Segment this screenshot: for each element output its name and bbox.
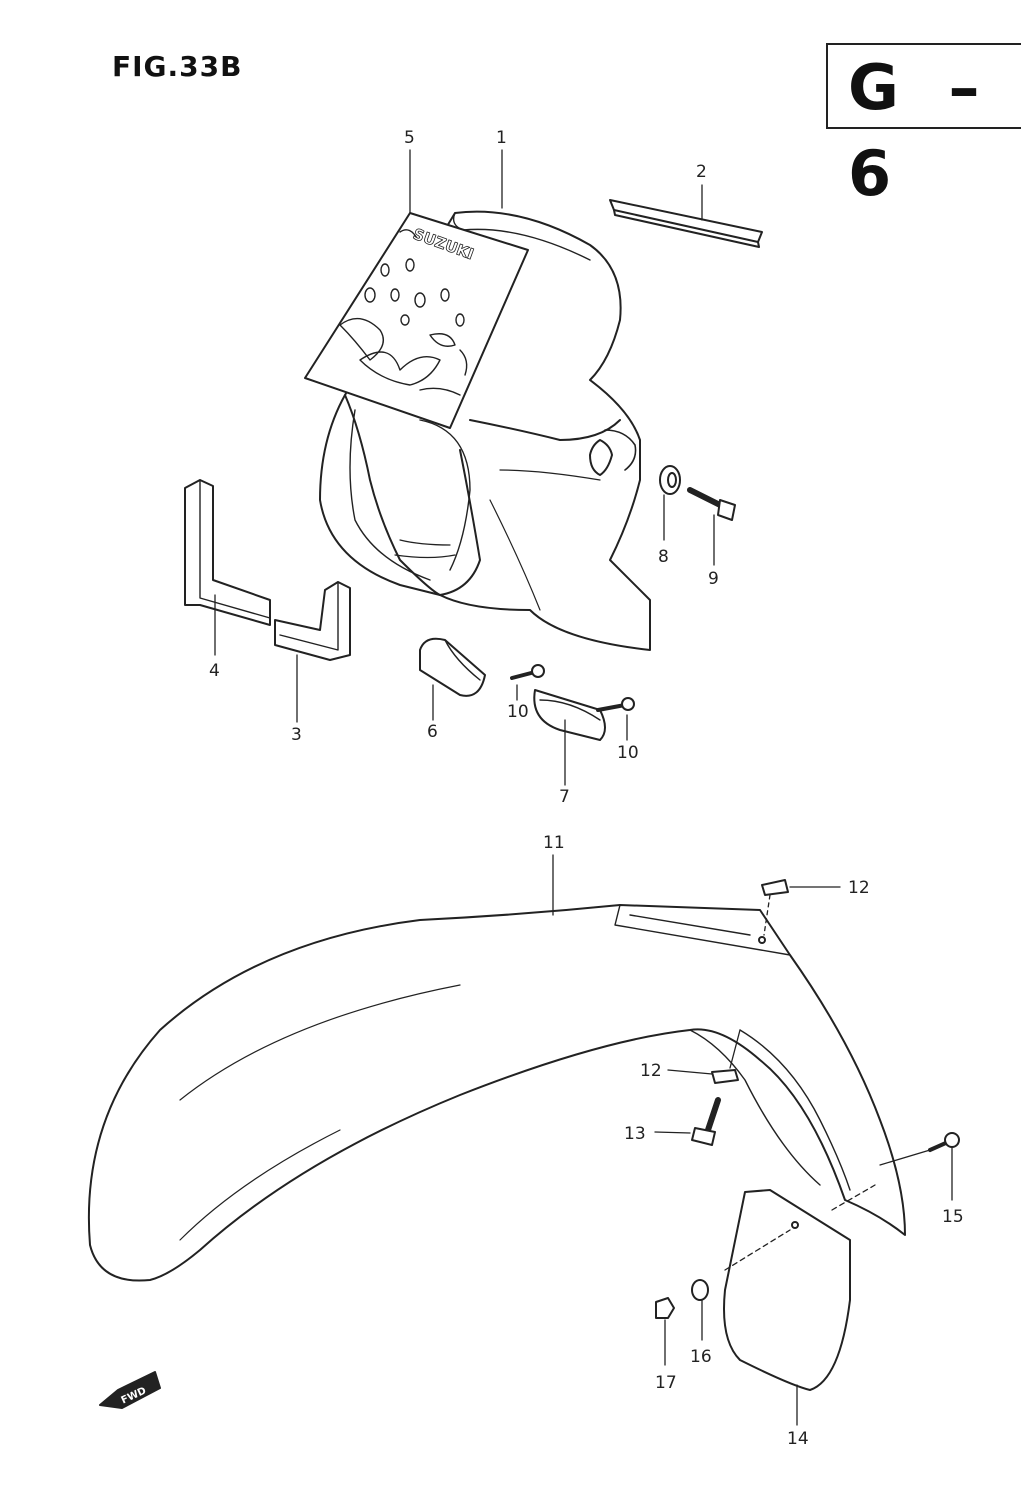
callout-13: 13 (624, 1124, 646, 1144)
front-fender (87, 904, 906, 1282)
callout-10a: 10 (507, 702, 529, 722)
callout-7: 7 (559, 787, 570, 807)
callout-10b: 10 (617, 743, 639, 763)
screw-10b (596, 703, 627, 712)
bolt-13 (691, 1097, 721, 1146)
cowl-strip (609, 199, 763, 243)
callout-17: 17 (655, 1373, 677, 1393)
seal-left (184, 479, 271, 626)
callout-1: 1 (496, 128, 507, 148)
callout-15: 15 (942, 1207, 964, 1227)
bolt-9 (687, 487, 736, 521)
leader-lines (214, 149, 953, 1426)
callout-12a: 12 (848, 878, 870, 898)
callout-14: 14 (787, 1429, 809, 1449)
callout-2: 2 (696, 162, 707, 182)
figure-title: FIG.33B (112, 50, 243, 83)
callout-9: 9 (708, 569, 719, 589)
number-plate-decal (304, 212, 529, 429)
callout-12b: 12 (640, 1061, 662, 1081)
callout-16: 16 (690, 1347, 712, 1367)
callout-6: 6 (427, 722, 438, 742)
washer-16 (691, 1279, 709, 1301)
screw-15 (928, 1132, 960, 1152)
callout-4: 4 (209, 661, 220, 681)
screw-10a (510, 670, 537, 680)
page-code-box: G – 6 (826, 43, 1021, 210)
seal-right (274, 581, 351, 661)
callout-5: 5 (404, 128, 415, 148)
forward-arrow-icon (99, 1371, 161, 1409)
callout-11: 11 (543, 833, 565, 853)
clip-12b (711, 1069, 739, 1084)
cowl-strip-edge (613, 209, 760, 248)
clip-12a (761, 879, 789, 896)
nut-17 (655, 1297, 675, 1319)
callout-3: 3 (291, 725, 302, 745)
page-code: G – 6 (848, 51, 994, 210)
mud-flap (723, 1189, 851, 1391)
bracket-7 (533, 689, 606, 741)
bracket-6 (419, 637, 486, 697)
callout-8: 8 (658, 547, 669, 567)
washer-8 (659, 465, 681, 495)
